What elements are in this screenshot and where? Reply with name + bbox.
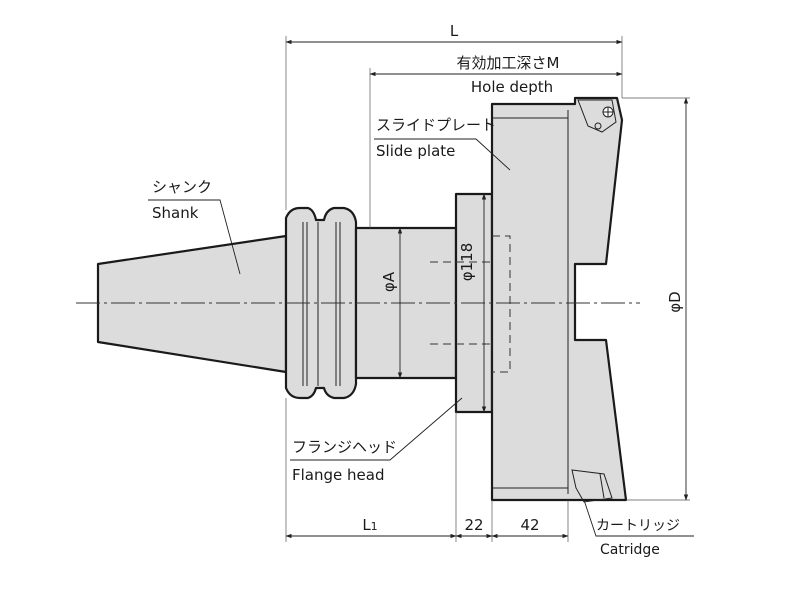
label-shank-jp: シャンク — [152, 178, 212, 196]
shank-taper — [96, 234, 288, 374]
label-flange-head-jp: フランジヘッド — [292, 438, 397, 456]
slide-plate-head — [490, 96, 628, 502]
label-cartridge-en: Catridge — [600, 542, 660, 558]
dim-42: 42 — [520, 516, 539, 534]
dim-L1: L1 — [362, 516, 377, 534]
label-cartridge-jp: カートリッジ — [596, 518, 680, 534]
dim-22: 22 — [464, 516, 483, 534]
hidden-lines — [430, 235, 511, 373]
dim-L: L — [450, 22, 459, 40]
dim-phi118: φ118 — [458, 243, 476, 282]
dim-M-en: Hole depth — [471, 78, 553, 96]
label-slide-plate-jp: スライドプレート — [376, 116, 496, 134]
dim-M-jp: 有効加工深さM — [457, 54, 560, 72]
inner-details — [302, 99, 617, 503]
callouts: シャンク Shank スライドプレート Slide plate フランジヘッド … — [148, 116, 694, 558]
dim-phiA: φA — [380, 271, 398, 292]
dimensions: L 有効加工深さM Hole depth φD φA φ118 L1 22 42 — [285, 22, 690, 542]
label-slide-plate-en: Slide plate — [376, 142, 455, 160]
dim-phiD: φD — [666, 291, 684, 312]
label-flange-head-en: Flange head — [292, 466, 384, 484]
label-shank-en: Shank — [152, 204, 199, 222]
